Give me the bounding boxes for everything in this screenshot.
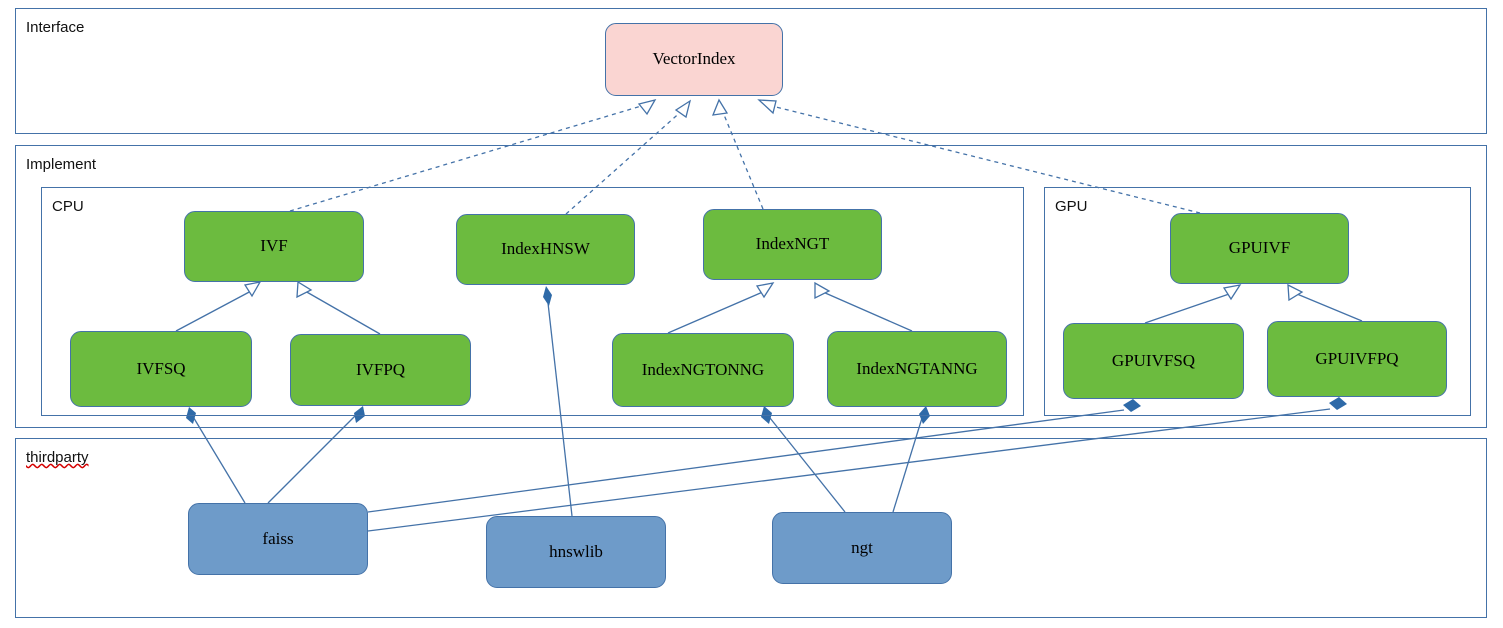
group-label-interface: Interface	[26, 19, 85, 36]
group-gpu	[1044, 187, 1471, 416]
group-cpu	[41, 187, 1024, 416]
node-indexhnsw[interactable]: IndexHNSW	[456, 214, 635, 285]
edge-ivfsq-extends-ivf	[175, 281, 262, 332]
node-hnswlib[interactable]: hnswlib	[486, 516, 666, 588]
edge-gpuivfpq-extends-gpuivf	[1287, 283, 1363, 322]
node-ivfpq[interactable]: IVFPQ	[290, 334, 471, 406]
edge-indexngtonng-extends-indexngt	[667, 282, 775, 334]
edge-indexngtanng-extends-indexngt	[814, 281, 913, 332]
group-label-implement: Implement	[26, 156, 97, 173]
edge-faiss-composes-gpuivfpq	[367, 397, 1347, 532]
group-interface	[15, 8, 1487, 134]
node-gpuivf[interactable]: GPUIVF	[1170, 213, 1349, 284]
node-gpuivfsq[interactable]: GPUIVFSQ	[1063, 323, 1244, 399]
node-ivfsq[interactable]: IVFSQ	[70, 331, 252, 407]
edge-ivfpq-extends-ivf	[296, 280, 381, 335]
group-label-thirdparty: thirdparty	[26, 449, 89, 466]
node-faiss[interactable]: faiss	[188, 503, 368, 575]
node-indexngtonng[interactable]: IndexNGTONNG	[612, 333, 794, 407]
node-indexngtanng[interactable]: IndexNGTANNG	[827, 331, 1007, 407]
group-label-cpu: CPU	[52, 198, 84, 215]
edge-gpuivf-realizes-vectorindex	[757, 99, 1201, 214]
edge-gpuivfsq-extends-gpuivf	[1144, 284, 1242, 324]
edge-hnswlib-composes-indexhnsw	[543, 286, 573, 517]
group-thirdparty	[15, 438, 1487, 618]
edge-indexhnsw-realizes-vectorindex	[565, 99, 692, 215]
edge-faiss-composes-ivfpq	[267, 406, 365, 504]
group-implement	[15, 145, 1487, 428]
node-vectorindex[interactable]: VectorIndex	[605, 23, 783, 96]
edge-indexngt-realizes-vectorindex	[711, 98, 764, 210]
node-ivf[interactable]: IVF	[184, 211, 364, 282]
edge-ivf-realizes-vectorindex	[289, 98, 657, 212]
group-label-gpu: GPU	[1055, 198, 1088, 215]
node-gpuivfpq[interactable]: GPUIVFPQ	[1267, 321, 1447, 397]
node-indexngt[interactable]: IndexNGT	[703, 209, 882, 280]
node-ngt[interactable]: ngt	[772, 512, 952, 584]
